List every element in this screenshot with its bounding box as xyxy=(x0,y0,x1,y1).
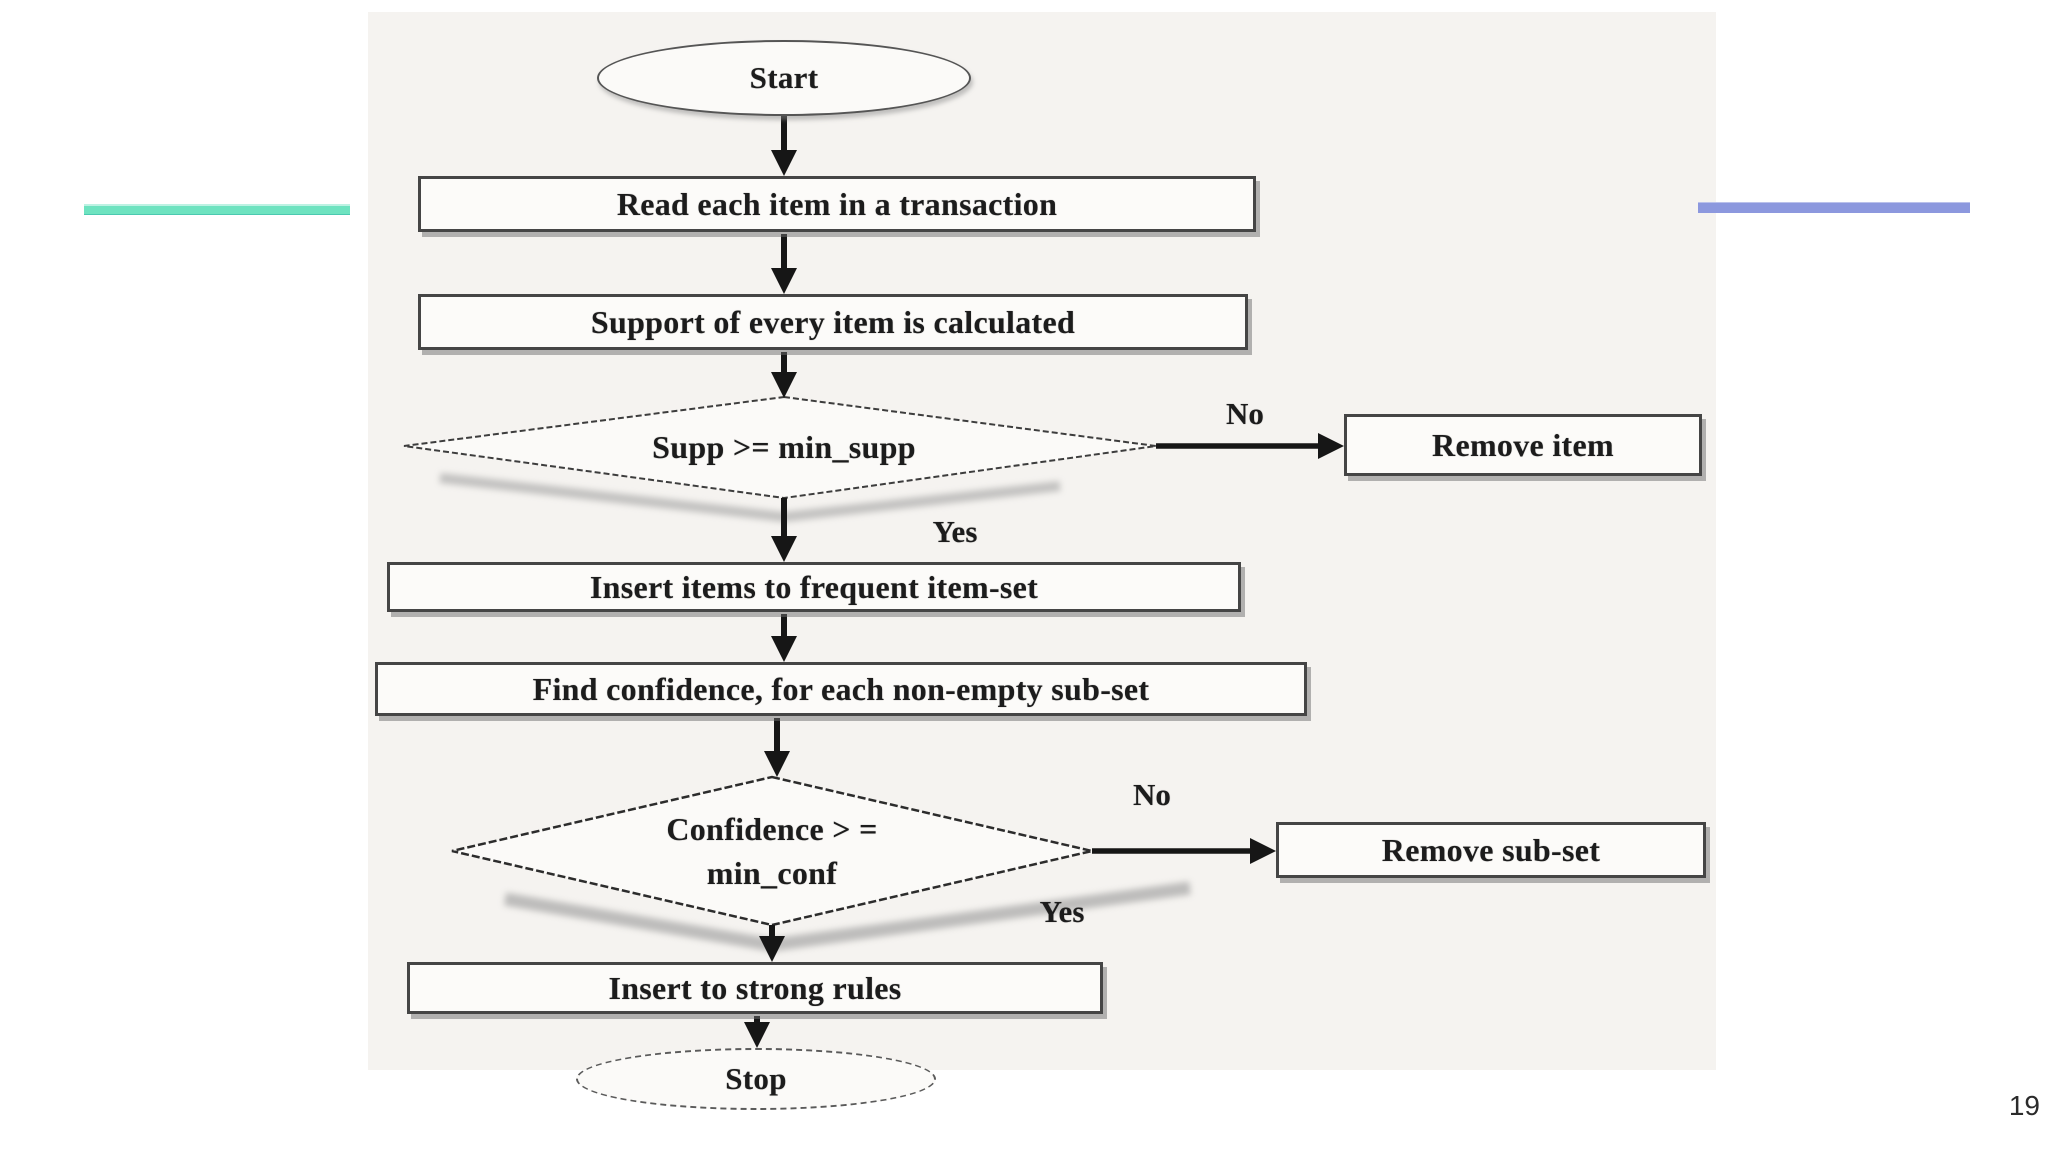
arrow-insert-strong-to-stop xyxy=(744,1016,770,1048)
arrow-decision1-no-to-remove-item xyxy=(1156,433,1344,459)
start-label: Start xyxy=(749,60,819,95)
decision-confidence-line2: min_conf xyxy=(706,855,838,891)
arrow-decision2-yes-to-insert-strong xyxy=(759,925,785,962)
stop-label: Stop xyxy=(725,1061,787,1096)
process-remove-item: Remove item xyxy=(1344,414,1702,476)
branch-yes-1: Yes xyxy=(932,514,978,549)
decision-support-text: Supp >= min_supp xyxy=(584,425,984,469)
decision-support-label: Supp >= min_supp xyxy=(652,429,916,465)
process-insert-frequent-itemset-label: Insert items to frequent item-set xyxy=(589,568,1039,605)
page-number: 19 xyxy=(2008,1090,2040,1121)
decision-confidence-label: Confidence > = min_conf xyxy=(666,807,877,895)
arrow-support-to-decision1 xyxy=(771,352,797,398)
teal-accent-bar xyxy=(84,204,350,215)
start-terminator: Start xyxy=(597,40,971,116)
branch-no-1: No xyxy=(1226,396,1264,431)
process-remove-item-label: Remove item xyxy=(1432,426,1614,463)
process-insert-frequent-itemset: Insert items to frequent item-set xyxy=(387,562,1241,612)
arrow-start-to-read xyxy=(771,116,797,176)
arrow-read-to-support xyxy=(771,234,797,294)
process-find-confidence: Find confidence, for each non-empty sub-… xyxy=(375,662,1307,716)
arrow-decision2-no-to-remove-subset xyxy=(1092,838,1276,864)
process-find-confidence-label: Find confidence, for each non-empty sub-… xyxy=(532,670,1150,707)
decision-confidence-line1: Confidence > = xyxy=(666,811,878,847)
process-read-items: Read each item in a transaction xyxy=(418,176,1256,232)
process-remove-subset: Remove sub-set xyxy=(1276,822,1706,878)
process-read-items-label: Read each item in a transaction xyxy=(616,185,1058,222)
branch-no-2: No xyxy=(1133,777,1171,812)
arrow-find-confidence-to-decision2 xyxy=(764,718,790,777)
process-calculate-support: Support of every item is calculated xyxy=(418,294,1248,350)
decision-confidence-text: Confidence > = min_conf xyxy=(572,806,972,896)
process-insert-strong-rules: Insert to strong rules xyxy=(407,962,1103,1014)
process-remove-subset-label: Remove sub-set xyxy=(1381,831,1601,868)
arrow-decision1-yes-to-insert-frequent xyxy=(771,498,797,562)
branch-yes-2: Yes xyxy=(1039,894,1085,929)
arrow-insert-frequent-to-find-confidence xyxy=(771,614,797,662)
process-insert-strong-rules-label: Insert to strong rules xyxy=(608,969,902,1006)
process-calculate-support-label: Support of every item is calculated xyxy=(590,303,1076,340)
purple-accent-bar xyxy=(1698,202,1970,213)
stop-terminator: Stop xyxy=(576,1048,936,1110)
